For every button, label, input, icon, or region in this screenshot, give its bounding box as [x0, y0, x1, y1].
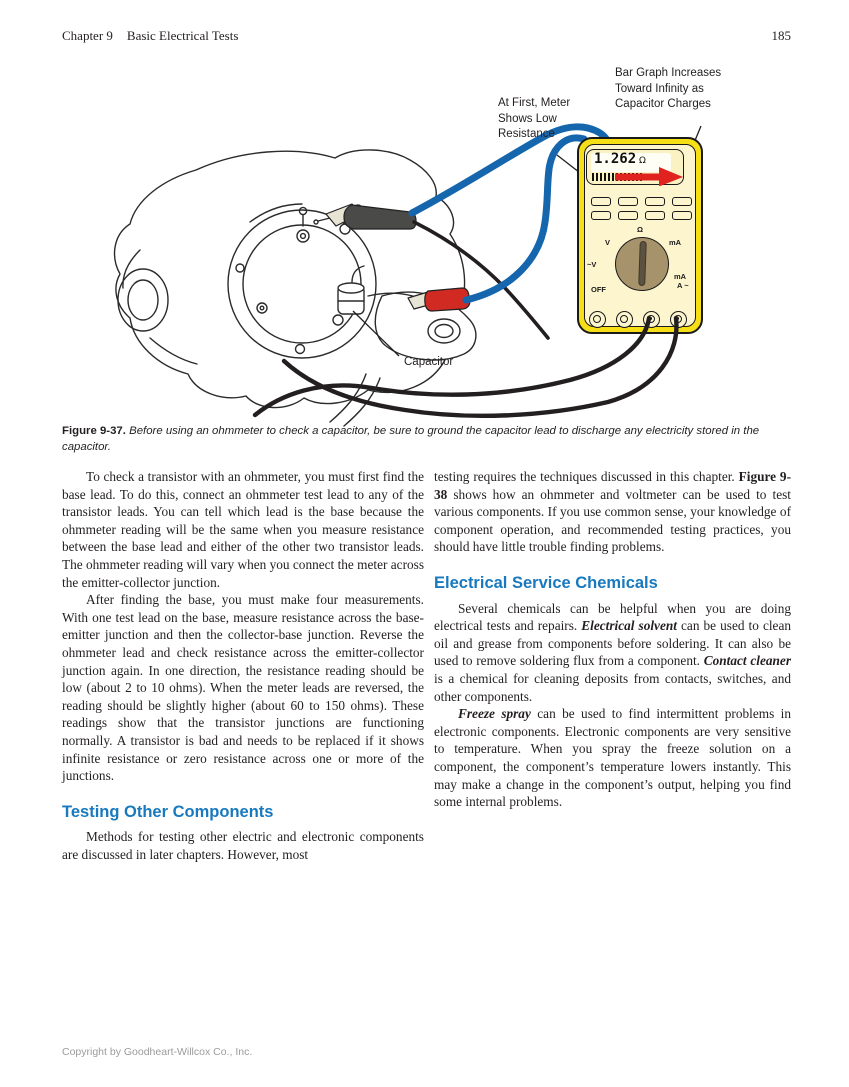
- dial-label-ohm: Ω: [637, 225, 644, 234]
- jack-ring: [619, 314, 629, 324]
- display-unit: Ω: [639, 156, 646, 166]
- meter-display: 1.262 Ω: [586, 149, 684, 186]
- callout-low-resistance: At First, Meter Shows Low Resistance: [498, 97, 571, 140]
- terminal-jack: [616, 311, 633, 328]
- terminal-jack: [589, 311, 606, 328]
- red-arrow-icon: [615, 167, 683, 186]
- dial-label-a: A ~: [677, 281, 689, 290]
- chapter-label: Chapter 9: [62, 28, 113, 43]
- paragraph: Several chemicals can be helpful when yo…: [434, 600, 792, 704]
- red-clip: [407, 287, 471, 312]
- meter-button: [591, 211, 611, 220]
- dial-label-ma2: mA: [674, 272, 687, 281]
- meter-button: [618, 197, 638, 206]
- copyright-notice: Copyright by Goodheart-Willcox Co., Inc.: [62, 1046, 253, 1058]
- terminal-jack: [643, 311, 660, 328]
- dial-label-acv: ~V: [587, 260, 597, 269]
- meter-button: [591, 197, 611, 206]
- right-column: testing requires the techniques discusse…: [434, 468, 791, 811]
- section-heading-testing-other-components: Testing Other Components: [62, 802, 274, 821]
- caption-text: Before using an ohmmeter to check a capa…: [62, 425, 760, 453]
- jack-ring: [646, 314, 656, 324]
- jack-ring: [592, 314, 602, 324]
- jack-ring: [673, 314, 683, 324]
- capacitor-drawing: [337, 265, 424, 315]
- page-number: 185: [771, 28, 792, 43]
- meter-button: [645, 211, 665, 220]
- multimeter: 1.262 Ω Ω V mA ~V: [577, 137, 703, 334]
- display-value: 1.262 Ω: [594, 151, 646, 167]
- caption-label: Figure 9-37.: [62, 425, 126, 437]
- paragraph: Methods for testing other electric and e…: [62, 829, 424, 862]
- meter-button: [618, 211, 638, 220]
- meter-button: [672, 211, 692, 220]
- terminal-jack: [670, 311, 687, 328]
- page-header: Chapter 9 Basic Electrical Tests 185: [62, 28, 791, 44]
- dial-label-v: V: [605, 238, 611, 247]
- callout-capacitor: Capacitor: [404, 356, 454, 368]
- paragraph: Freeze spray can be used to find intermi…: [434, 706, 792, 810]
- rotary-dial: [615, 237, 669, 291]
- paragraph: After finding the base, you must make fo…: [62, 592, 424, 784]
- figure-9-37: Bar Graph Increases Toward Infinity as C…: [0, 0, 849, 440]
- clip-lead-wire: [412, 220, 550, 340]
- test-leads: [252, 315, 679, 419]
- paragraph: testing requires the techniques discusse…: [434, 469, 791, 555]
- meter-button: [645, 197, 665, 206]
- paragraph: To check a transistor with an ohmmeter, …: [62, 469, 424, 590]
- dial-pointer: [638, 240, 647, 287]
- leader-capacitor: [352, 310, 400, 357]
- meter-lcd: [591, 153, 671, 172]
- dial-label-ma: mA: [669, 238, 682, 247]
- engine-line-art: [113, 123, 702, 427]
- section-heading-electrical-service-chemicals: Electrical Service Chemicals: [434, 573, 658, 592]
- dial-label-off: OFF: [591, 285, 606, 294]
- callout-bar-graph: Bar Graph Increases Toward Infinity as C…: [615, 67, 722, 110]
- figure-caption: Figure 9-37. Before using an ohmmeter to…: [62, 424, 792, 455]
- meter-button: [672, 197, 692, 206]
- section-title: Basic Electrical Tests: [126, 28, 239, 43]
- left-column: To check a transistor with an ohmmeter, …: [62, 468, 424, 863]
- black-clip: [325, 203, 417, 230]
